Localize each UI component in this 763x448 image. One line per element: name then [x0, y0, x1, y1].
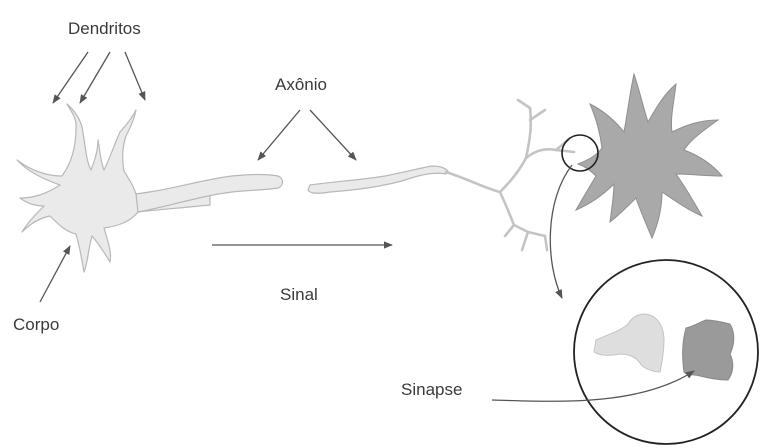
label-axon: Axônio — [275, 76, 327, 93]
postsynaptic-terminal — [683, 320, 734, 380]
axon-segment-initial — [136, 175, 283, 213]
zoom-connector-arrow — [550, 165, 572, 298]
label-synapse: Sinapse — [401, 381, 462, 398]
label-signal: Sinal — [280, 286, 318, 303]
label-dendrites: Dendritos — [68, 20, 141, 37]
synapse-highlight-circle — [562, 135, 598, 171]
axon-terminal-branches — [446, 100, 574, 250]
axon-segment-distal — [308, 166, 448, 193]
label-cell-body: Corpo — [13, 316, 59, 333]
